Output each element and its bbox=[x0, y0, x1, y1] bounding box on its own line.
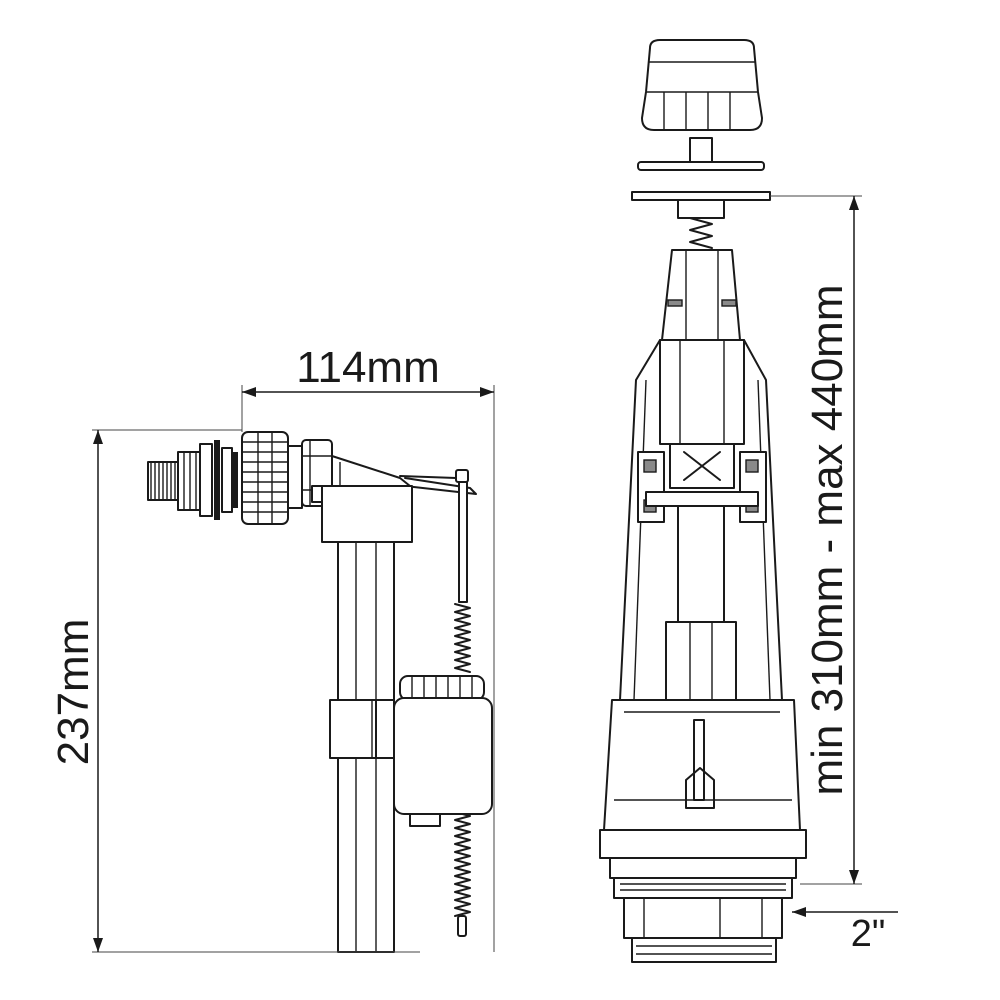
flush-valve-body bbox=[619, 339, 783, 701]
fill-valve-float bbox=[393, 675, 493, 827]
flush-valve-upper-tower bbox=[661, 249, 741, 341]
dimension-range: min 310mm - max 440mm bbox=[770, 195, 862, 885]
fill-valve-threaded-inlet bbox=[147, 440, 238, 520]
fill-valve-adjustment-rod bbox=[454, 469, 471, 937]
range-label: min 310mm - max 440mm bbox=[803, 284, 852, 795]
flush-valve-lower-cage bbox=[599, 699, 807, 879]
dimension-width: 114mm bbox=[241, 343, 495, 952]
flush-valve-thread bbox=[613, 877, 793, 963]
flush-valve-push-button bbox=[637, 39, 765, 171]
fill-valve-lever-arm bbox=[399, 475, 477, 495]
fill-valve-tube bbox=[321, 485, 413, 953]
fill-valve-knurled-nut bbox=[241, 431, 289, 525]
flush-valve bbox=[599, 39, 807, 963]
thread-label: 2" bbox=[851, 913, 886, 955]
height-label: 237mm bbox=[49, 619, 98, 766]
dimension-height: 237mm bbox=[49, 429, 420, 953]
fill-valve bbox=[147, 431, 493, 953]
dimension-thread: 2" bbox=[792, 907, 898, 955]
flush-valve-cover-plate bbox=[631, 191, 771, 249]
width-label: 114mm bbox=[296, 343, 439, 392]
